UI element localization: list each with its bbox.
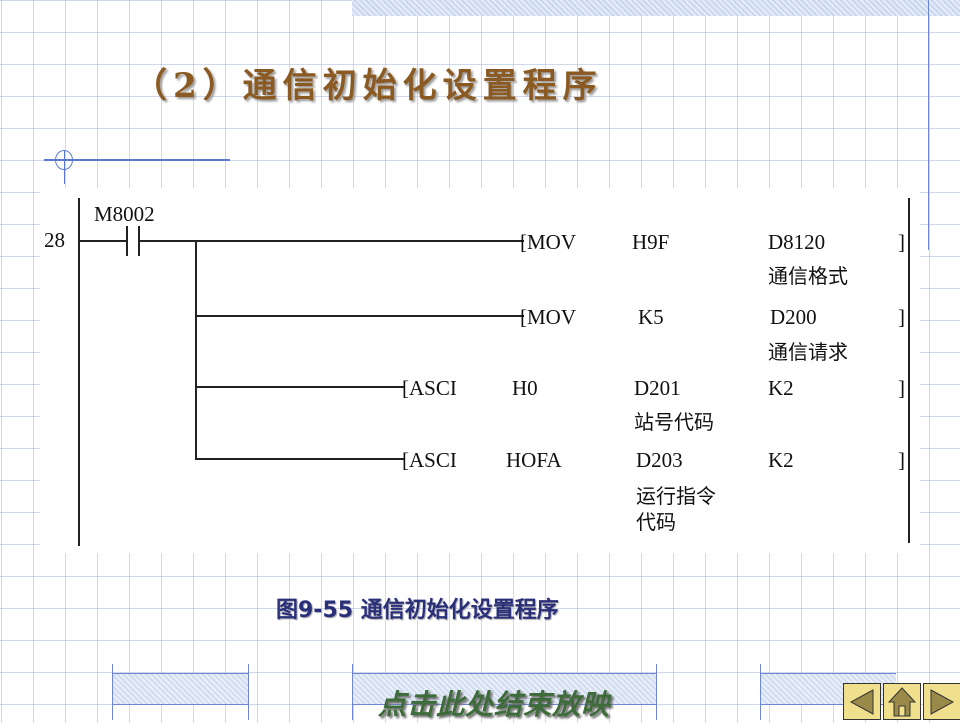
right-decorative-line [928, 0, 929, 250]
ladder-diagram: 28 M8002 [MOV H9F D8120 通信格式 ] [MOV K5 D… [40, 188, 920, 553]
instruction-row-3: [ASCI [402, 376, 457, 400]
comment: 站号代码 [634, 412, 714, 434]
branch-wire [195, 240, 197, 460]
bracket: ] [898, 305, 905, 329]
next-icon [930, 688, 955, 715]
wire [195, 315, 524, 317]
end-show-link[interactable]: 点击此处结束放映 [378, 688, 611, 721]
operand: D8120 [768, 230, 826, 254]
top-decorative-band [352, 0, 960, 16]
right-power-rail [908, 198, 910, 543]
operand: D201 [634, 376, 681, 400]
operand: H0 [512, 376, 538, 400]
operand: D203 [636, 448, 683, 472]
comment: 通信格式 [768, 266, 848, 288]
previous-slide-button[interactable] [843, 683, 881, 720]
slide-title: （2）通信初始化设置程序 [133, 66, 603, 106]
operand: HOFA [506, 448, 562, 472]
instruction-row-2: [MOV [520, 305, 577, 329]
footer-line [352, 664, 353, 720]
home-icon [887, 686, 917, 716]
contact-left-bar [126, 226, 128, 256]
contact-label: M8002 [94, 202, 155, 226]
home-button[interactable] [883, 683, 921, 720]
wire [80, 240, 126, 242]
operand: K2 [768, 376, 794, 400]
bracket: ] [898, 230, 905, 254]
instruction-row-4: [ASCI [402, 448, 457, 472]
decorative-line [64, 150, 65, 184]
wire [140, 240, 524, 242]
instruction-row-1: [MOV [520, 230, 577, 254]
footer-box-left [112, 673, 248, 705]
wire [195, 458, 405, 460]
bracket: ] [898, 448, 905, 472]
operand: K2 [768, 448, 794, 472]
footer-box-center [352, 673, 656, 705]
operand: D200 [770, 305, 817, 329]
decorative-line [44, 159, 230, 161]
footer-line [656, 664, 657, 720]
comment: 运行指令 [636, 486, 716, 508]
bracket: ] [898, 376, 905, 400]
left-power-rail [78, 198, 80, 546]
operand: K5 [638, 305, 664, 329]
contact-right-bar [138, 226, 140, 256]
previous-icon [849, 688, 874, 715]
step-number: 28 [44, 228, 65, 252]
comment: 代码 [636, 512, 676, 534]
operand: H9F [632, 230, 670, 254]
footer-line [248, 664, 249, 720]
footer-line [760, 664, 761, 720]
comment: 通信请求 [768, 342, 848, 364]
wire [195, 386, 405, 388]
footer-line [112, 664, 113, 720]
next-slide-button[interactable] [923, 683, 960, 720]
figure-caption: 图9-55 通信初始化设置程序 [276, 598, 559, 623]
